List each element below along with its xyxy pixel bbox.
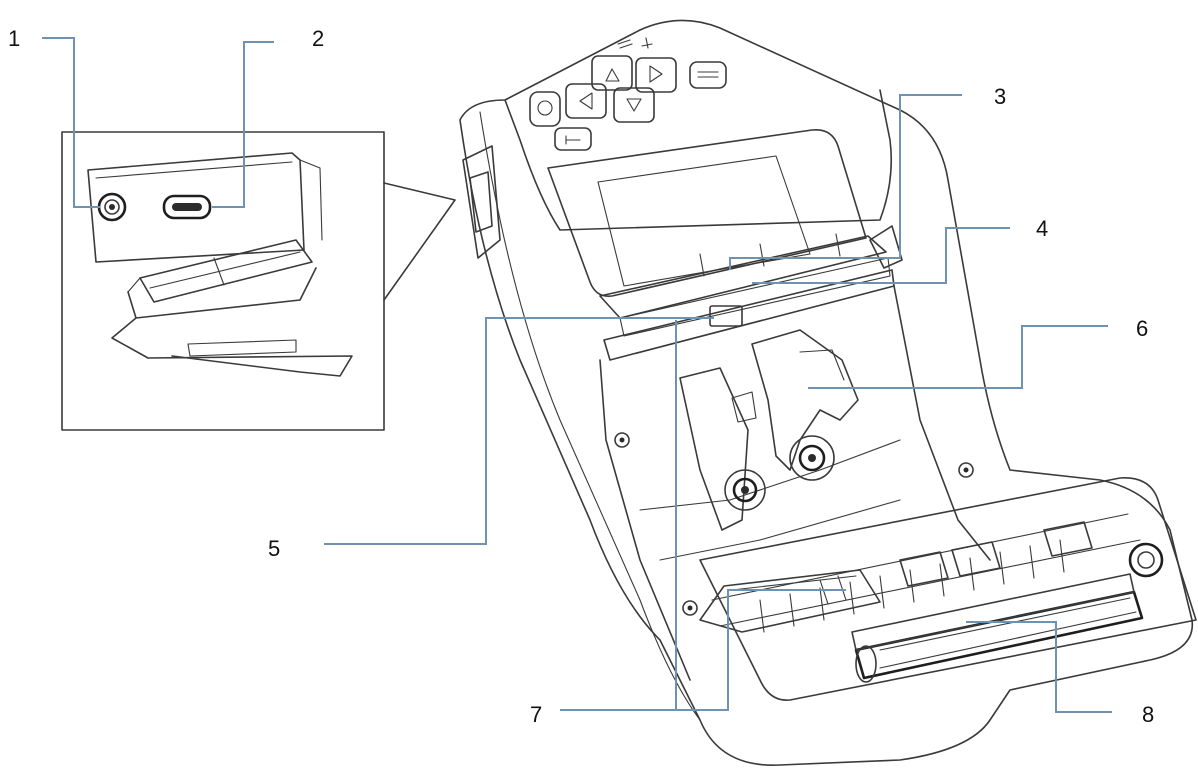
inset-port-base-slot (187, 339, 297, 357)
leader-6 (808, 325, 1108, 389)
inset-port-panel-edge (95, 159, 323, 241)
inset-detail-view (61, 131, 456, 431)
media-holder-left (679, 367, 766, 531)
platen-gear (1128, 542, 1164, 578)
tear-bar (699, 569, 881, 633)
callout-label-1: 1 (8, 26, 20, 51)
lcd-display (547, 129, 867, 298)
feed-button (554, 127, 592, 151)
inset-port-cover-inner (127, 251, 301, 293)
leader-7 (560, 320, 846, 711)
leader-4 (752, 227, 1010, 284)
dc-power-jack (97, 192, 127, 222)
callout-labels: 1 2 3 4 5 6 7 8 (8, 26, 1154, 727)
callout-label-6: 6 (1136, 316, 1148, 341)
left-arrow-button (565, 83, 607, 119)
callout-label-4: 4 (1036, 216, 1048, 241)
chassis-screws (614, 432, 974, 616)
callout-label-3: 3 (994, 84, 1006, 109)
inset-port-base (111, 267, 353, 377)
leader-3 (729, 94, 962, 270)
inset-zoom-lines (383, 182, 456, 301)
menu-button (689, 61, 727, 89)
status-icons (617, 37, 653, 49)
media-cover (699, 477, 1197, 701)
leader-2 (212, 41, 274, 208)
power-button (529, 91, 561, 127)
leader-lines (42, 37, 1112, 713)
leader-8 (966, 621, 1112, 713)
platen-roller (851, 573, 1144, 683)
inset-frame (61, 131, 385, 431)
callout-label-8: 8 (1142, 702, 1154, 727)
print-head-assembly (599, 225, 903, 361)
leader-1 (42, 37, 100, 208)
paper-sensor-window (709, 305, 743, 327)
printer-keypad (529, 37, 727, 151)
printer-body (459, 19, 1197, 766)
callout-label-2: 2 (312, 26, 324, 51)
printer-top-bezel (504, 89, 892, 231)
callout-label-7: 7 (530, 702, 542, 727)
tear-bar-detail (731, 575, 857, 605)
up-arrow-button (591, 55, 633, 91)
print-head-right-latch (869, 225, 903, 269)
printer-outer-housing (459, 19, 1194, 766)
media-compartment-floor (639, 439, 901, 561)
callout-label-5: 5 (268, 536, 280, 561)
usb-c-port (162, 194, 212, 220)
media-holder-right (751, 329, 859, 481)
inset-port-panel (87, 152, 305, 263)
printer-left-wall (479, 111, 701, 721)
down-arrow-button (613, 87, 655, 123)
media-compartment (599, 285, 991, 681)
inset-port-cover (139, 239, 313, 303)
right-arrow-button (635, 57, 677, 93)
printer-side-clip (462, 145, 501, 259)
leader-5 (324, 317, 714, 545)
